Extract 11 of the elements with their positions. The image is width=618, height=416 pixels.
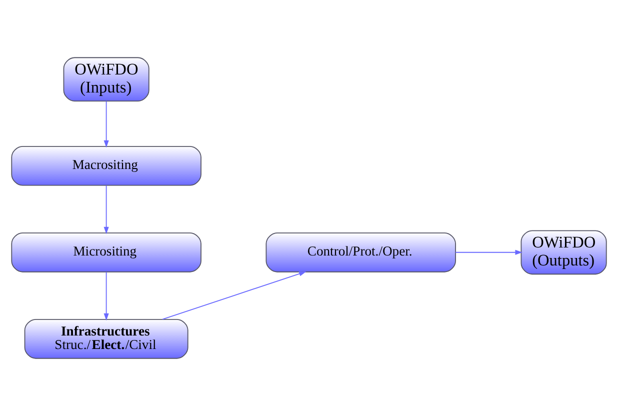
- node-box: Control/Prot./Oper.: [266, 232, 456, 272]
- node-box: Macrositing: [11, 146, 202, 186]
- arrow: [104, 100, 109, 148]
- arrow: [104, 272, 109, 321]
- node-box: Micrositing: [11, 232, 202, 272]
- node-box: OWiFDO (Inputs): [63, 57, 150, 102]
- arrow: [104, 185, 109, 234]
- node-box: Infrastructures Struc./Elect./Civil: [24, 318, 188, 359]
- arrow: [162, 271, 306, 320]
- node-box: OWiFDO (Outputs): [520, 230, 607, 275]
- arrow: [455, 250, 522, 255]
